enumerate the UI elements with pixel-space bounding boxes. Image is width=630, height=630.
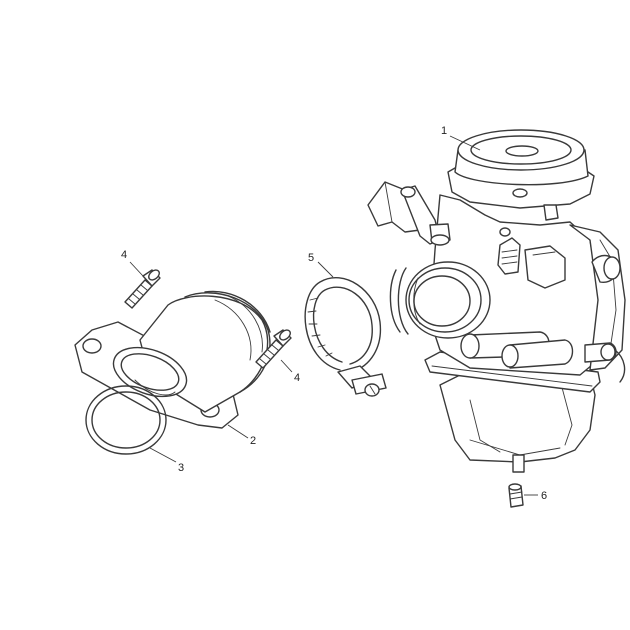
callout-6: 6 xyxy=(541,490,547,502)
leader-5 xyxy=(317,261,334,278)
screw-left-part xyxy=(124,269,161,309)
leader-1 xyxy=(449,135,481,151)
callout-2: 2 xyxy=(250,435,256,447)
callout-5: 5 xyxy=(308,252,314,264)
leader-2 xyxy=(227,424,249,439)
callout-1: 1 xyxy=(441,125,447,137)
screw-right-part xyxy=(255,329,292,369)
leader-lines xyxy=(129,135,538,496)
leader-4-left xyxy=(129,261,144,277)
callout-3: 3 xyxy=(178,462,184,474)
callout-4-right: 4 xyxy=(294,372,300,384)
callout-labels: 1 2 3 4 4 5 6 xyxy=(121,125,547,502)
leader-3 xyxy=(149,447,177,463)
leader-4-right xyxy=(280,359,293,373)
drain-screw-part xyxy=(508,483,524,508)
intake-manifold-part xyxy=(74,290,271,429)
callout-4-left: 4 xyxy=(121,249,127,261)
o-ring-part xyxy=(85,385,167,455)
carburettor-part xyxy=(367,129,626,473)
hose-clamp-part xyxy=(304,277,387,397)
